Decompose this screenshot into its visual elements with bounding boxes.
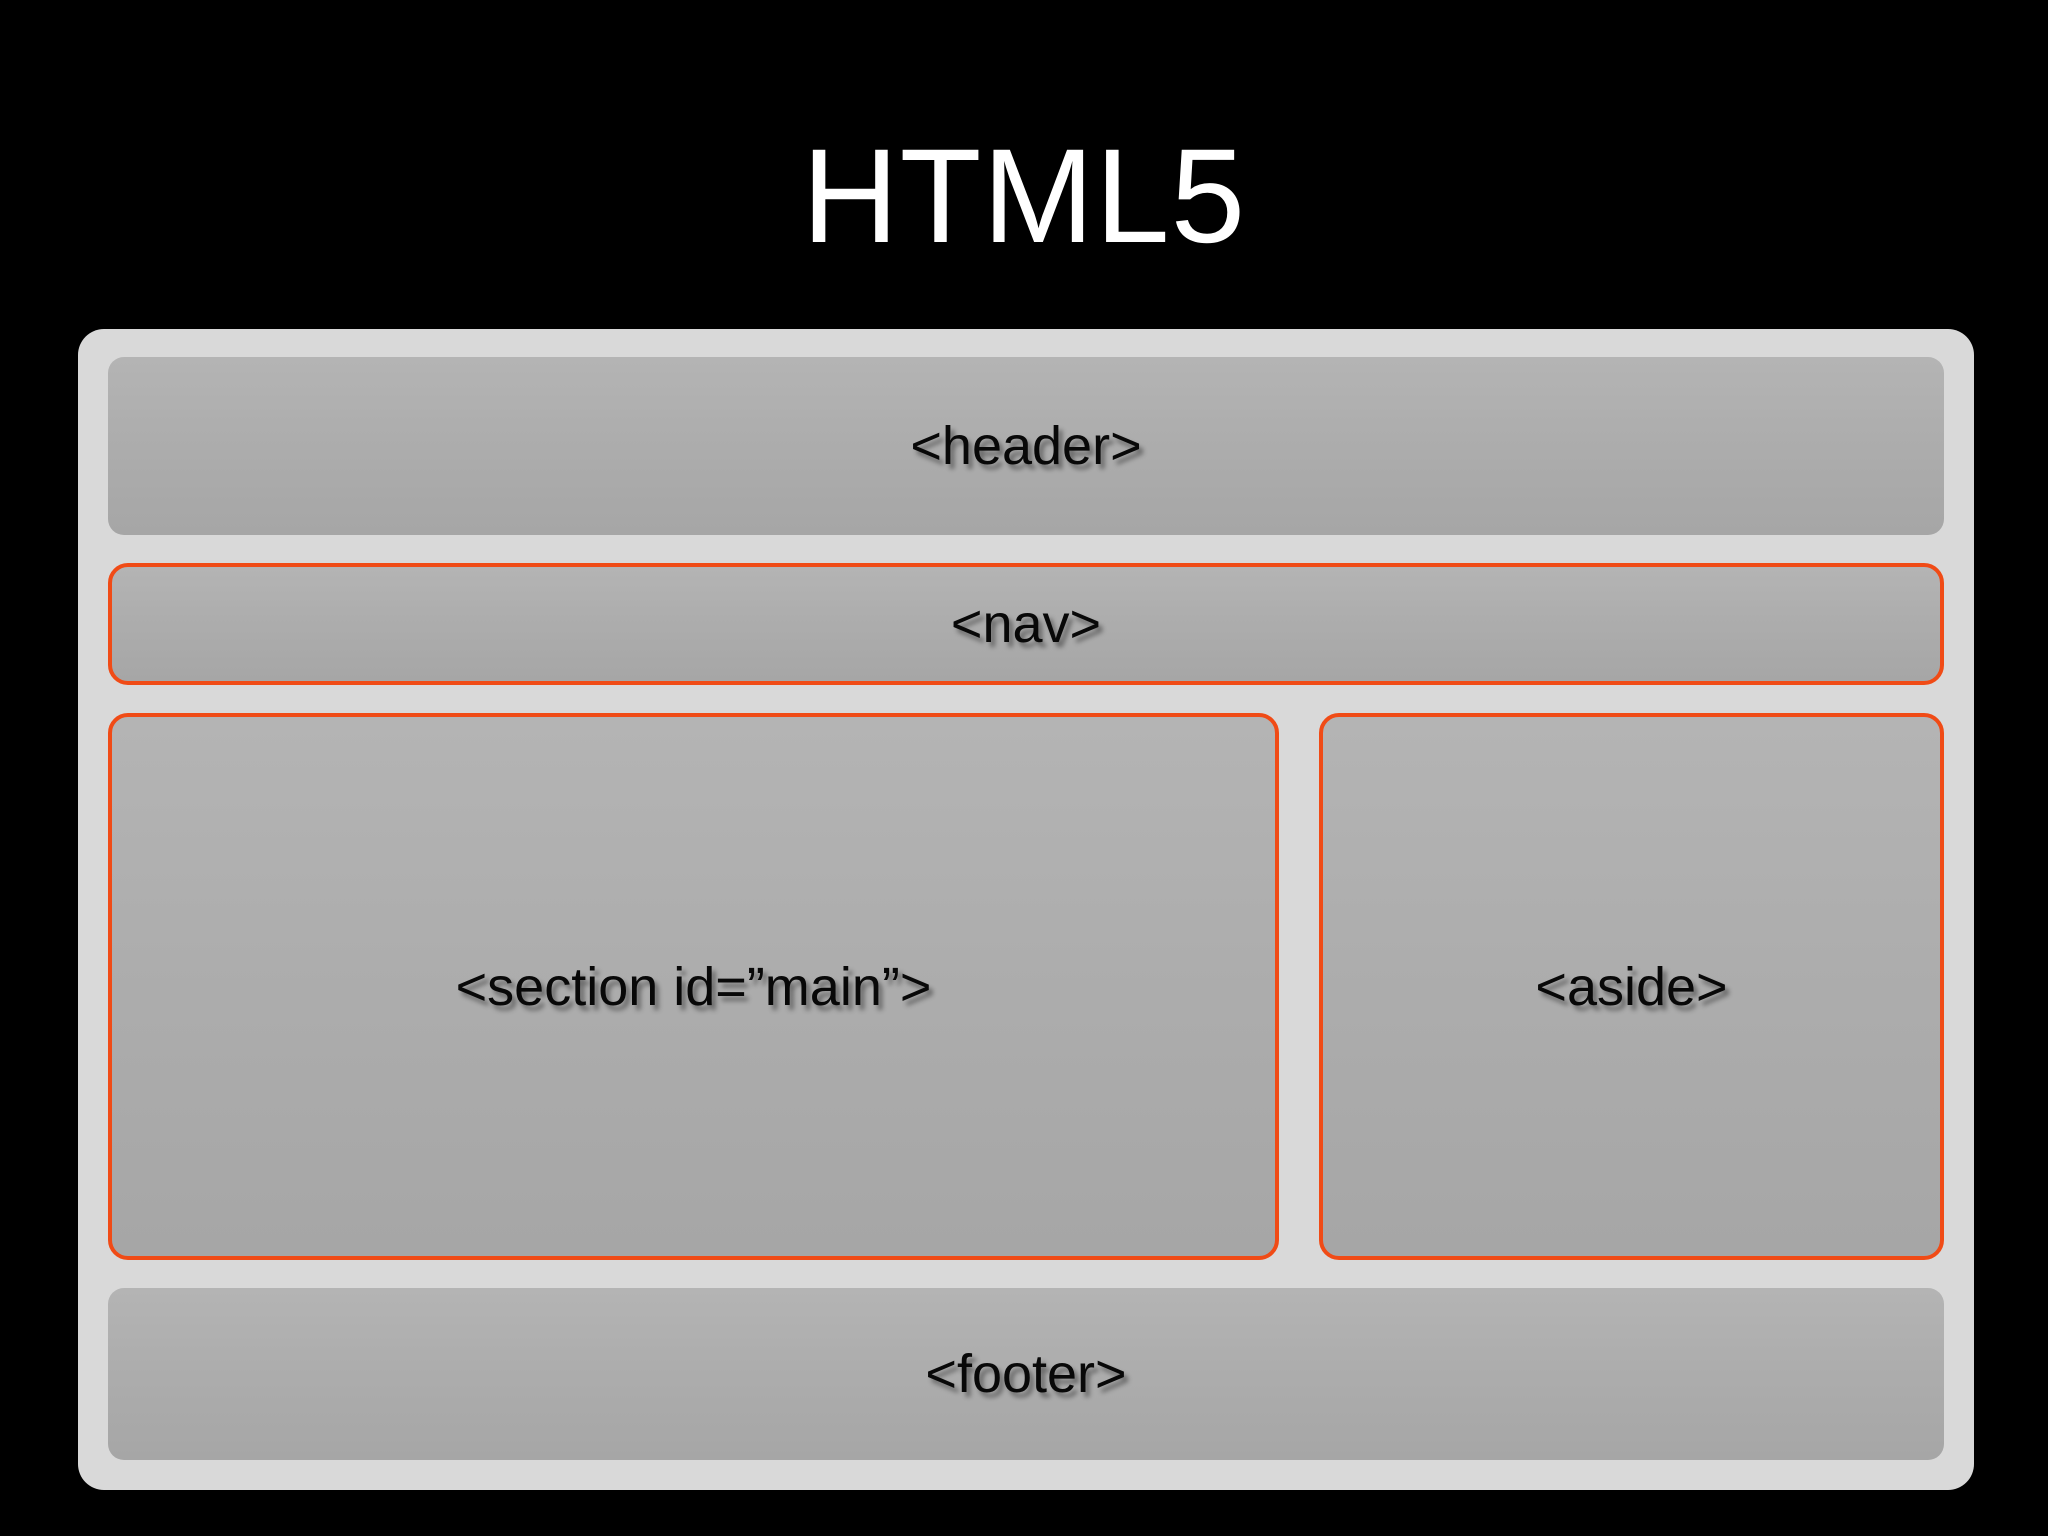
page-title: HTML5: [801, 122, 1247, 271]
region-footer[interactable]: <footer>: [108, 1288, 1944, 1460]
page-layout-panel: <header> <nav> <section id=”main”> <asid…: [78, 329, 1974, 1490]
region-aside[interactable]: <aside>: [1319, 713, 1944, 1260]
region-nav-label: <nav>: [950, 594, 1102, 654]
region-header[interactable]: <header>: [108, 357, 1944, 535]
content-row: <section id=”main”> <aside>: [108, 713, 1944, 1260]
region-footer-label: <footer>: [925, 1344, 1127, 1404]
region-header-label: <header>: [910, 416, 1142, 476]
region-section-main-label: <section id=”main”>: [455, 956, 932, 1017]
region-aside-label: <aside>: [1535, 956, 1728, 1017]
nav-row: <nav>: [108, 563, 1944, 685]
region-nav[interactable]: <nav>: [108, 563, 1944, 685]
region-section-main[interactable]: <section id=”main”>: [108, 713, 1279, 1260]
footer-row: <footer>: [108, 1288, 1944, 1460]
